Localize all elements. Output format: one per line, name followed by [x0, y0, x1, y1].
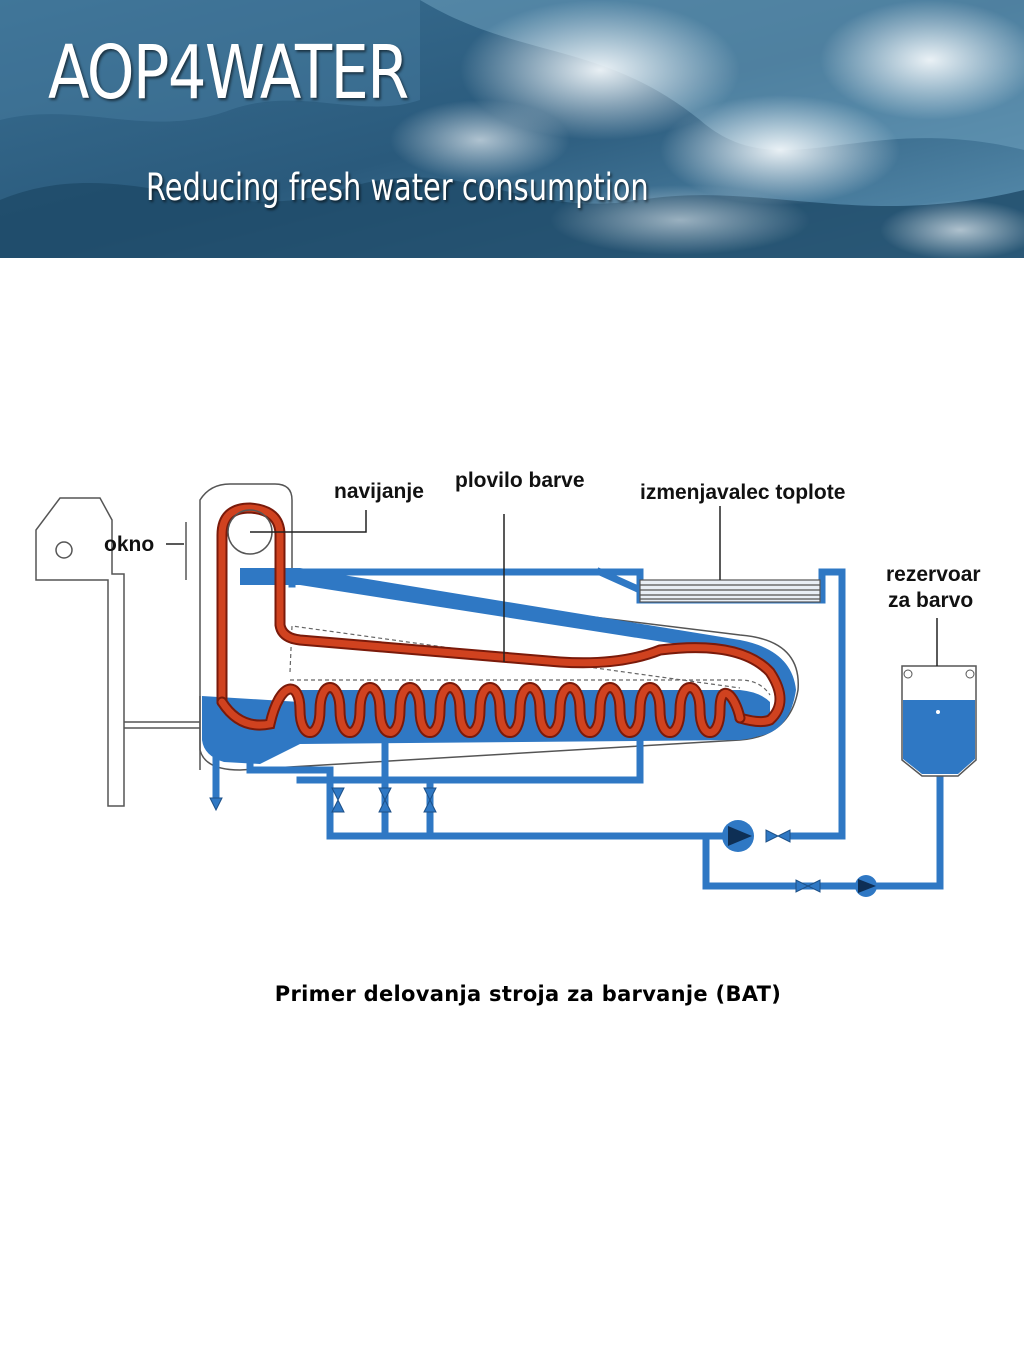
wave-background-image — [0, 0, 1024, 258]
label-za-barvo: za barvo — [888, 589, 973, 612]
label-plovilo-barve: plovilo barve — [455, 469, 585, 492]
window-frame — [35, 497, 125, 807]
label-izmenjavalec-toplote: izmenjavalec toplote — [640, 481, 845, 504]
dye-tank — [901, 665, 977, 777]
figure-caption: Primer delovanja stroja za barvanje (BAT… — [274, 982, 782, 1006]
banner-title: AOP4WATER — [48, 30, 409, 116]
heat-exchanger — [639, 579, 821, 603]
banner-subtitle: Reducing fresh water consumption — [146, 166, 649, 209]
heat-exchanger-inlet — [595, 567, 645, 595]
label-okno: okno — [104, 533, 154, 556]
dyeing-machine-diagram: okno navijanje plovilo barve izmenjavale… — [35, 469, 981, 897]
window-roller — [55, 541, 73, 559]
fabric-rope — [216, 502, 786, 738]
label-rezervoar: rezervoar — [886, 563, 981, 586]
header-banner: AOP4WATER Reducing fresh water consumpti… — [0, 0, 1024, 258]
valves — [209, 787, 821, 893]
return-pipe-top — [288, 568, 604, 588]
label-navijanje: navijanje — [334, 480, 424, 503]
pumps — [722, 820, 877, 897]
